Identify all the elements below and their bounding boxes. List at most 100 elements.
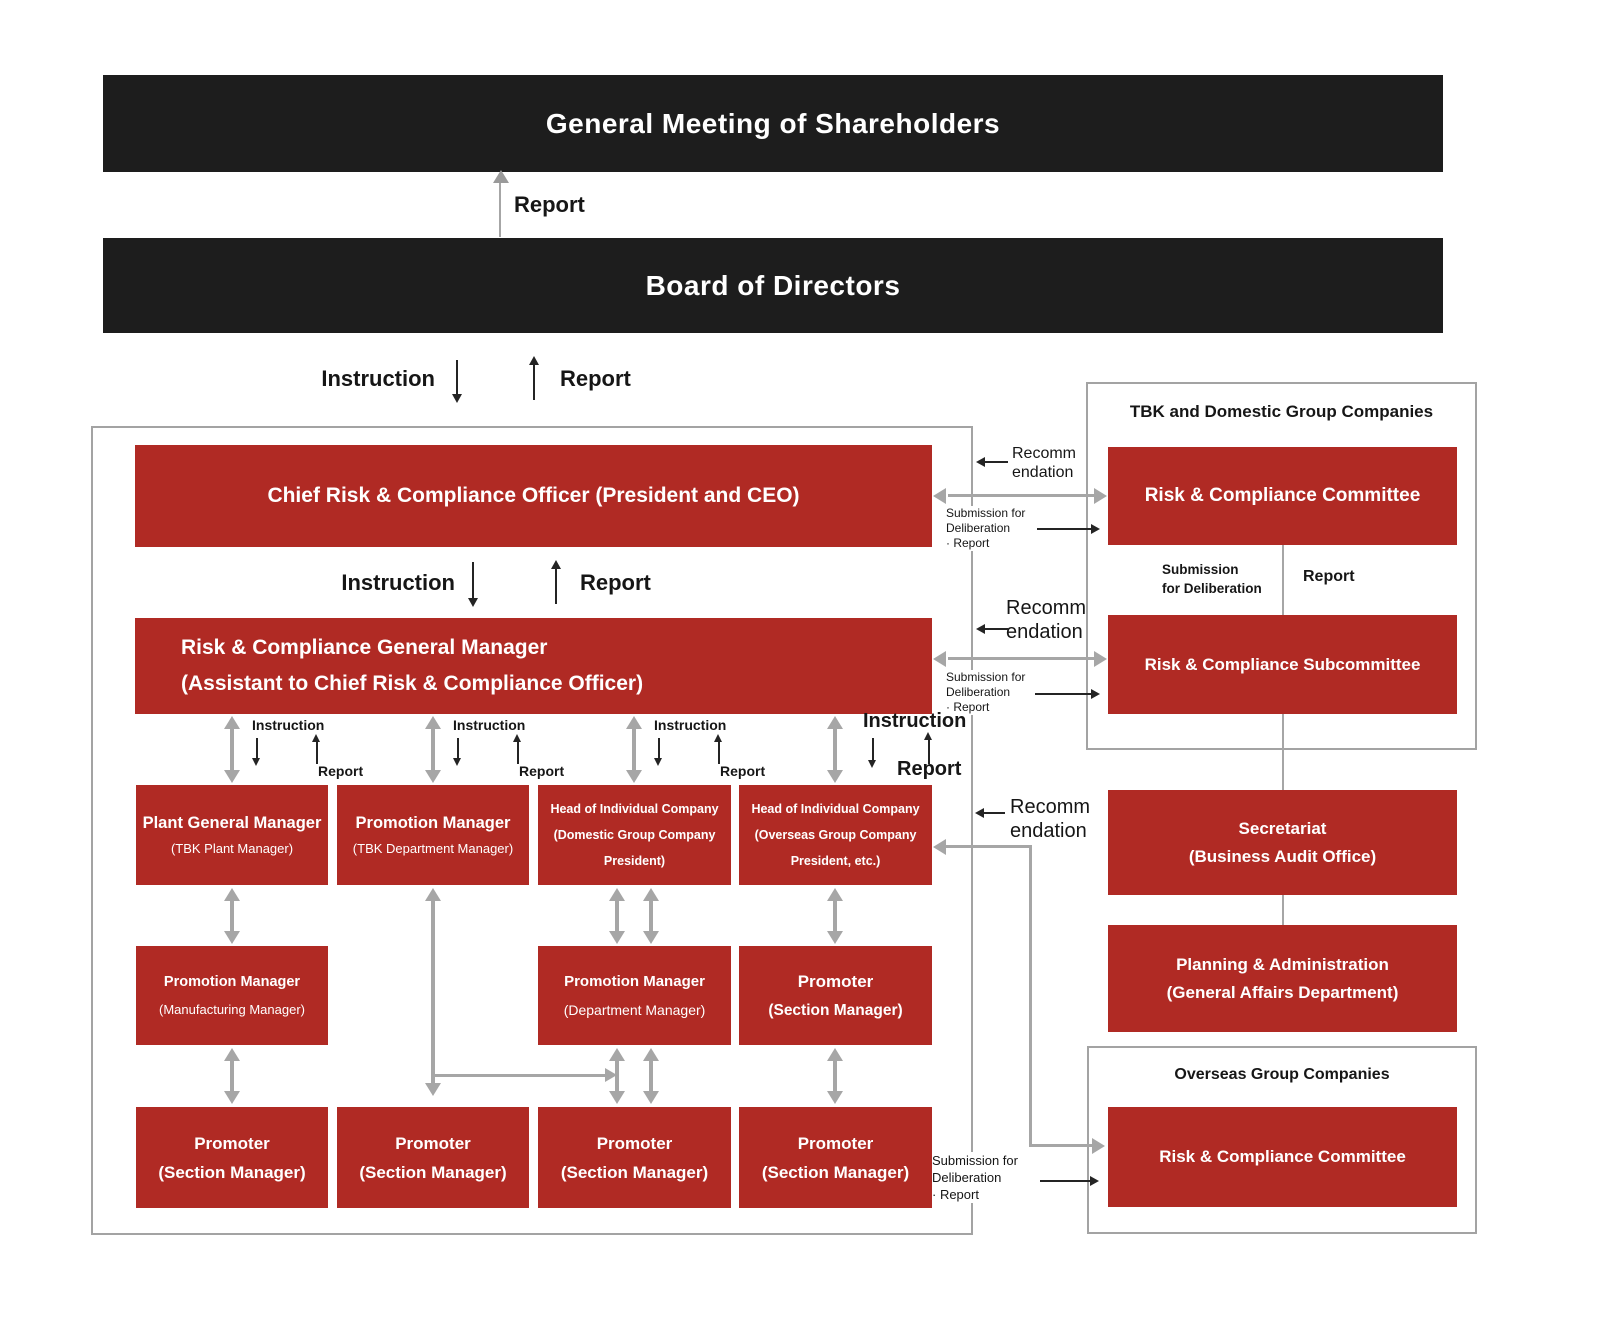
planning-box: Planning & Administration (General Affai… (1108, 925, 1457, 1032)
instruction-mini-arrow (658, 738, 660, 760)
report-line-board-to-shareholders (499, 177, 501, 237)
report-mid-label: Report (1303, 568, 1355, 585)
secretariat-planning-line (1282, 895, 1284, 925)
arrow-down-icon (643, 931, 659, 944)
tier5-box-promoter: Promoter (Section Manager) (136, 1107, 328, 1208)
box-line: Promoter (797, 1133, 874, 1153)
connector-line (833, 727, 837, 772)
submission-label-a: Submission for Deliberation · Report (946, 506, 1041, 551)
box-line: Promotion Manager (163, 973, 301, 990)
submission-line1: Submission for (946, 506, 1026, 520)
arrow-left-icon (976, 457, 985, 467)
box-line: Promoter (194, 1133, 270, 1153)
arrow-right-icon (1091, 524, 1100, 534)
arrow-right-icon (1092, 1138, 1105, 1154)
box-line: (Overseas Group Company (754, 828, 917, 842)
instruction-mini-label: Instruction (863, 710, 967, 732)
arrow-up-icon (425, 716, 441, 729)
branch-line (434, 1074, 606, 1077)
arrow-up-icon (224, 1048, 240, 1061)
connector-line (230, 1059, 234, 1093)
cro-title: Chief Risk & Compliance Officer (Preside… (267, 484, 800, 507)
submission-line2: Deliberation (932, 1170, 1002, 1185)
report-mini-label: Report (897, 758, 962, 780)
tier5-box-promoter: Promoter (Section Manager) (739, 1107, 932, 1208)
box-line: Head of Individual Company (550, 802, 719, 816)
tier3-box-plant-general-manager: Plant General Manager (TBK Plant Manager… (136, 785, 328, 885)
arrow-down-icon (453, 758, 461, 766)
tier4-box-promoter-section: Promoter (Section Manager) (739, 946, 932, 1045)
arrow-down-icon (827, 931, 843, 944)
instruction-mini-label: Instruction (252, 717, 325, 733)
instruction-mini-label: Instruction (654, 717, 727, 733)
box-line: (Domestic Group Company (553, 828, 716, 842)
submission-line2: Deliberation (946, 521, 1011, 535)
box-line: Planning & Administration (1176, 954, 1389, 974)
committee-subcommittee-line (1282, 545, 1284, 615)
arrow-right-icon (1094, 488, 1107, 504)
box-line: Head of Individual Company (751, 802, 920, 816)
box-line: (TBK Plant Manager) (170, 841, 294, 856)
box-line: (Manufacturing Manager) (159, 1001, 305, 1017)
box-line: Promotion Manager (355, 814, 511, 832)
box-line: (TBK Department Manager) (352, 841, 514, 856)
arrow-up-icon (643, 1048, 659, 1061)
connector-line (649, 899, 653, 933)
general-manager-line1: Risk & Compliance General Manager (181, 636, 548, 659)
arrow-down-icon (425, 1083, 441, 1096)
instruction-arrow-row1 (456, 360, 458, 396)
tbk-domestic-container (1086, 382, 1477, 750)
instruction-mini-arrow (457, 738, 459, 760)
report-arrow-row1 (533, 364, 535, 400)
report-arrow-row2 (555, 566, 557, 604)
arrow-down-icon (827, 770, 843, 783)
arrow-up-icon (513, 734, 521, 742)
box-line: (Business Audit Office) (1188, 846, 1377, 866)
instruction-mini-label: Instruction (453, 717, 526, 733)
arrow-up-icon (224, 888, 240, 901)
submission-mid-label: Submission for Deliberation (1162, 560, 1280, 598)
subcommittee-title: Risk & Compliance Subcommittee (1144, 654, 1421, 674)
overseas-container (1087, 1046, 1477, 1234)
box-line: (General Affairs Department) (1166, 982, 1399, 1002)
arrow-up-icon (827, 1048, 843, 1061)
arrow-down-icon (224, 931, 240, 944)
report-mini-arrow (928, 740, 930, 764)
recommendation-label-a: Recomm endation (1012, 444, 1102, 482)
submission-arrow-a (1037, 528, 1091, 530)
secretariat-box: Secretariat (Business Audit Office) (1108, 790, 1457, 895)
cro-box: Chief Risk & Compliance Officer (Preside… (135, 445, 932, 547)
arrow-left-icon (975, 808, 984, 818)
arrow-up-icon (609, 1048, 625, 1061)
arrow-down-icon (609, 1091, 625, 1104)
report-mini-arrow (316, 742, 318, 764)
subcommittee-box: Risk & Compliance Subcommittee (1108, 615, 1457, 714)
connector-line (615, 899, 619, 933)
arrow-up-icon (827, 888, 843, 901)
tier5-box-promoter: Promoter (Section Manager) (337, 1107, 529, 1208)
instruction-mini-arrow (872, 738, 874, 762)
connector-line (632, 727, 636, 772)
instruction-label-row1: Instruction (321, 366, 435, 391)
committee-title: Risk & Compliance Committee (1144, 485, 1421, 506)
recommendation-arrow-c (983, 812, 1005, 814)
arrow-left-icon (976, 624, 985, 634)
arrow-down-icon (827, 1091, 843, 1104)
box-line: (Section Manager) (560, 1162, 709, 1182)
submission-line3: · Report (946, 700, 990, 714)
arrow-right-icon (605, 1068, 617, 1082)
submission-label-c: Submission for Deliberation · Report (932, 1152, 1040, 1203)
recommendation-line1: Recomm (1012, 445, 1077, 462)
connector-line (833, 899, 837, 933)
tier4-box-promotion-manufacturing: Promotion Manager (Manufacturing Manager… (136, 946, 328, 1045)
arrow-left-icon (933, 651, 946, 667)
company-internal-container (91, 426, 973, 1235)
box-line: Secretariat (1238, 818, 1327, 838)
instruction-mini-arrow (256, 738, 258, 760)
tbk-domestic-title: TBK and Domestic Group Companies (1129, 402, 1434, 421)
arrow-right-icon (1090, 1176, 1099, 1186)
arrow-down-icon (609, 931, 625, 944)
connector-line (230, 727, 234, 772)
tier3-box-promotion-manager: Promotion Manager (TBK Department Manage… (337, 785, 529, 885)
box-line: (Section Manager) (158, 1162, 306, 1182)
